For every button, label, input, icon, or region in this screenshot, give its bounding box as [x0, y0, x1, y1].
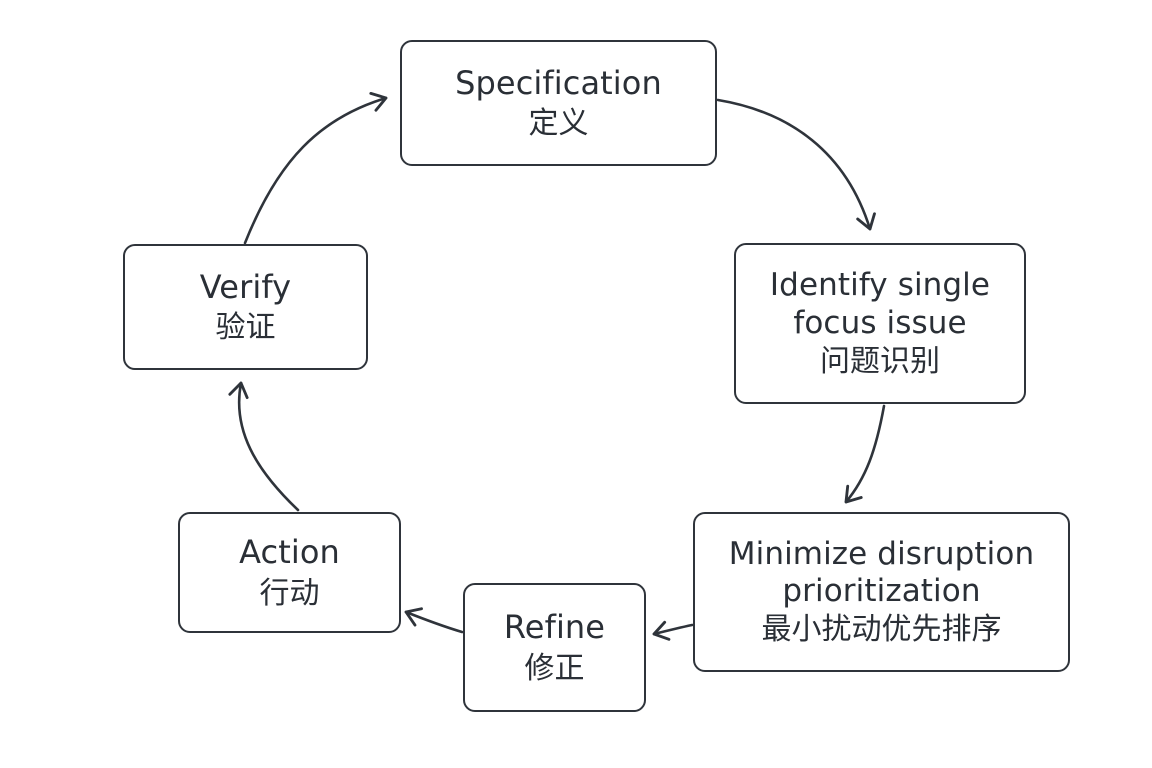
node-verify-label-zh: 验证: [215, 310, 276, 346]
edge-minimize-to-refine: [652, 620, 694, 641]
edge-refine-to-action: [404, 607, 464, 634]
node-minimize-label-zh: 最小扰动优先排序: [761, 612, 1002, 648]
node-action-label: Action: [239, 533, 340, 572]
node-action: Action 行动: [178, 512, 401, 633]
node-identify-focus-issue: Identify single focus issue 问题识别: [734, 243, 1026, 404]
edge-specification-to-identify: [716, 98, 876, 231]
node-specification-label-zh: 定义: [528, 106, 589, 142]
node-minimize-label-line2: prioritization: [782, 573, 981, 609]
node-action-label-zh: 行动: [259, 575, 320, 611]
edge-action-to-verify: [228, 381, 300, 512]
node-specification: Specification 定义: [400, 40, 717, 166]
node-minimize-label-line1: Minimize disruption: [728, 535, 1035, 572]
node-refine-label-zh: 修正: [524, 650, 585, 686]
node-refine: Refine 修正: [463, 583, 646, 712]
node-minimize-disruption: Minimize disruption prioritization 最小扰动优…: [693, 512, 1070, 672]
node-identify-label-line2: focus issue: [793, 304, 967, 341]
node-refine-label: Refine: [503, 608, 606, 647]
node-identify-label-line1: Identify single: [769, 267, 991, 304]
edge-identify-to-minimize: [844, 404, 886, 504]
node-specification-label: Specification: [455, 63, 662, 102]
node-identify-label-zh: 问题识别: [820, 343, 940, 379]
node-verify-label: Verify: [199, 267, 292, 306]
node-verify: Verify 验证: [123, 244, 368, 370]
edge-verify-to-specification: [243, 91, 388, 245]
